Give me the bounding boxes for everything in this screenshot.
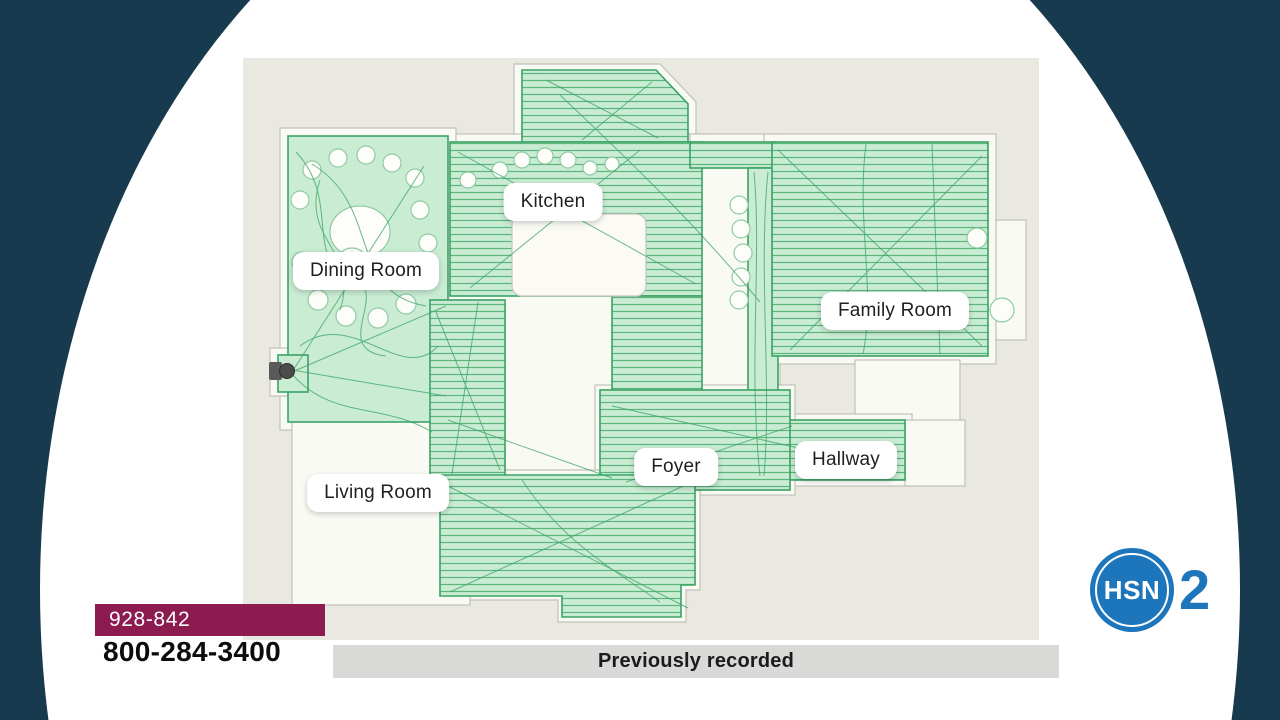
kitchen-island	[511, 213, 647, 297]
previously-recorded-banner: Previously recorded	[333, 645, 1059, 678]
hsn-logo-disc: HSN	[1090, 548, 1174, 632]
dock-icon	[269, 362, 282, 380]
phone-number: 800-284-3400	[103, 636, 281, 667]
channel-number: 2	[1179, 558, 1211, 621]
room-label-foyer[interactable]: Foyer	[634, 448, 718, 486]
vacuum-cleaning-map: Kitchen Dining Room Family Room Foyer Ha…	[243, 58, 1039, 640]
room-label-living-room[interactable]: Living Room	[307, 474, 449, 512]
hsn-logo: HSN 2	[1090, 548, 1210, 632]
room-label-hallway[interactable]: Hallway	[795, 441, 897, 479]
hsn-logo-ring: HSN	[1095, 553, 1169, 627]
room-label-dining-room[interactable]: Dining Room	[292, 252, 440, 290]
item-number-badge: 928-842	[95, 604, 325, 636]
robot-vacuum-icon	[279, 363, 295, 379]
hsn-logo-text: HSN	[1103, 574, 1161, 605]
room-label-kitchen[interactable]: Kitchen	[503, 183, 603, 221]
floorplan-svg	[243, 58, 1039, 640]
room-label-family-room[interactable]: Family Room	[820, 292, 970, 330]
